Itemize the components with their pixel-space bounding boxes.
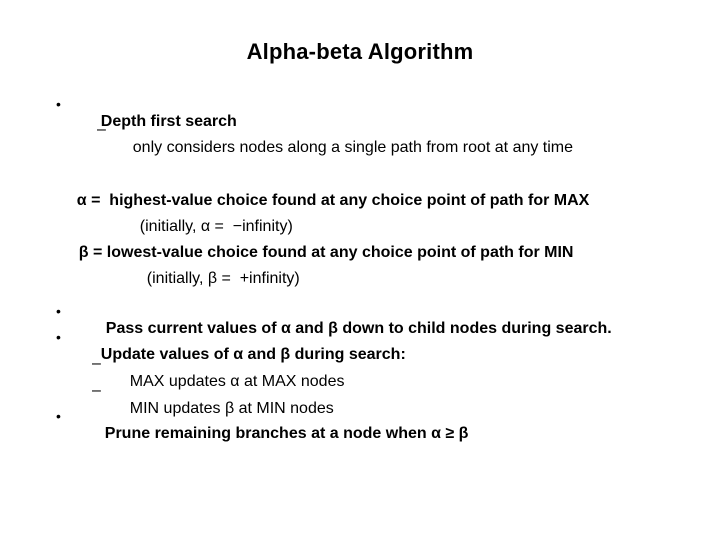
- sub-bullet-single-path: – only considers nodes along a single pat…: [97, 121, 574, 175]
- bullet-dot-icon: •: [56, 96, 61, 112]
- bullet-text: Pass current values of α and β down to c…: [105, 320, 612, 337]
- alpha-initial-value: (initially, α = −infinity): [122, 200, 293, 254]
- sub-bullet-text: MAX updates α at MAX nodes: [129, 373, 345, 390]
- bullet-dot-icon: •: [56, 329, 61, 345]
- sub-bullet-max-updates: – MAX updates α at MAX nodes: [92, 355, 345, 409]
- dash-bullet-icon: –: [97, 121, 106, 138]
- bullet-item-prune-branches: • Prune remaining branches at a node when…: [56, 407, 469, 461]
- beta-definition-text: β = lowest-value choice found at any cho…: [78, 244, 574, 261]
- bullet-item-update-values: • Update values of α and β during search:: [56, 328, 406, 382]
- bullet-text: Update values of α and β during search:: [100, 346, 406, 363]
- beta-definition: β = lowest-value choice found at any cho…: [61, 226, 574, 280]
- bullet-item-depth-first-search: • Depth first search: [56, 95, 237, 149]
- alpha-definition: α = highest-value choice found at any ch…: [59, 174, 590, 228]
- alpha-initial-text: (initially, α = −infinity): [139, 218, 293, 235]
- bullet-dot-icon: •: [56, 408, 61, 424]
- page-title: Alpha-beta Algorithm: [246, 39, 474, 64]
- dash-bullet-icon: –: [92, 382, 101, 399]
- sub-bullet-text: MIN updates β at MIN nodes: [129, 400, 334, 417]
- beta-initial-value: (initially, β = +infinity): [129, 252, 300, 306]
- dash-bullet-icon: –: [92, 355, 101, 372]
- alpha-definition-text: α = highest-value choice found at any ch…: [76, 192, 590, 209]
- bullet-item-pass-values: • Pass current values of α and β down to …: [56, 302, 612, 356]
- bullet-text: Depth first search: [100, 113, 237, 130]
- beta-initial-text: (initially, β = +infinity): [146, 270, 300, 287]
- bullet-dot-icon: •: [56, 303, 61, 319]
- bullet-text: Prune remaining branches at a node when …: [104, 425, 469, 442]
- sub-bullet-text: only considers nodes along a single path…: [132, 139, 574, 156]
- sub-bullet-min-updates: – MIN updates β at MIN nodes: [92, 382, 334, 436]
